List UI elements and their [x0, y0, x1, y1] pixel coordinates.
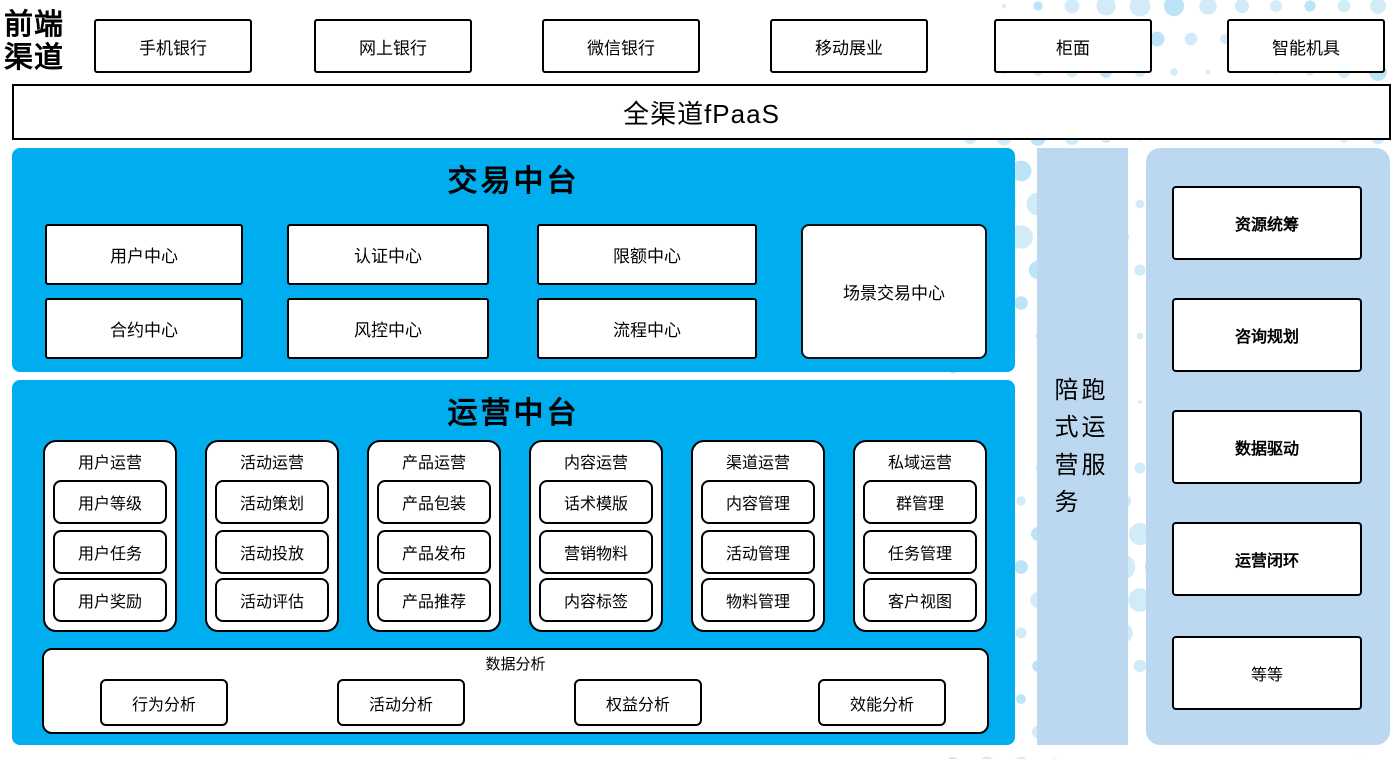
- column-header: 内容运营: [563, 455, 628, 472]
- op-item: 活动管理: [701, 530, 815, 574]
- column-channel-operation: 渠道运营 内容管理 活动管理 物料管理: [691, 440, 825, 632]
- op-item: 客户视图: [863, 578, 977, 622]
- resource-coordination-box: 资源统筹: [1172, 186, 1362, 260]
- op-item: 任务管理: [863, 530, 977, 574]
- activity-analysis-box: 活动分析: [337, 679, 465, 726]
- companion-bar-label: 陪跑式运营服务: [1054, 377, 1109, 516]
- channel-box-wechat-banking: 微信银行: [542, 19, 700, 73]
- op-item: 产品包装: [377, 480, 491, 524]
- op-item: 用户奖励: [53, 578, 167, 622]
- operation-platform-title: 运营中台: [447, 396, 580, 431]
- companion-operation-service-bar: 陪跑式运营服务: [1037, 148, 1128, 745]
- trade-platform-section: 交易中台 用户中心 认证中心 限额中心 合约中心 风控中心 流程中心 场景交易中…: [12, 148, 1015, 372]
- data-analysis-title: 数据分析: [485, 656, 546, 673]
- column-product-operation: 产品运营 产品包装 产品发布 产品推荐: [367, 440, 501, 632]
- data-analysis-box: 数据分析 行为分析 活动分析 权益分析 效能分析: [42, 648, 989, 734]
- risk-center-box: 风控中心: [287, 298, 489, 359]
- op-item: 物料管理: [701, 578, 815, 622]
- column-header: 用户运营: [77, 455, 142, 472]
- operation-closed-loop-box: 运营闭环: [1172, 522, 1362, 596]
- column-header: 私域运营: [887, 455, 952, 472]
- op-item: 活动投放: [215, 530, 329, 574]
- column-header: 产品运营: [401, 455, 466, 472]
- op-item: 活动策划: [215, 480, 329, 524]
- limit-center-box: 限额中心: [537, 224, 757, 285]
- user-center-box: 用户中心: [45, 224, 243, 285]
- trade-platform-title: 交易中台: [447, 164, 580, 199]
- op-item: 用户任务: [53, 530, 167, 574]
- column-header: 渠道运营: [725, 455, 790, 472]
- channel-box-mobile-banking: 手机银行: [94, 19, 252, 73]
- consulting-planning-box: 咨询规划: [1172, 298, 1362, 372]
- column-activity-operation: 活动运营 活动策划 活动投放 活动评估: [205, 440, 339, 632]
- op-item: 群管理: [863, 480, 977, 524]
- channel-box-mobile-business: 移动展业: [770, 19, 928, 73]
- channel-box-counter: 柜面: [994, 19, 1152, 73]
- column-private-domain-operation: 私域运营 群管理 任务管理 客户视图: [853, 440, 987, 632]
- frontend-channels-label: 前端渠道: [4, 7, 65, 74]
- op-item: 内容管理: [701, 480, 815, 524]
- op-item: 内容标签: [539, 578, 653, 622]
- operation-platform-section: 运营中台 用户运营 用户等级 用户任务 用户奖励 活动运营 活动策划 活动投放 …: [12, 380, 1015, 745]
- etc-box: 等等: [1172, 636, 1362, 710]
- data-driven-box: 数据驱动: [1172, 410, 1362, 484]
- op-item: 营销物料: [539, 530, 653, 574]
- op-item: 活动评估: [215, 578, 329, 622]
- column-user-operation: 用户运营 用户等级 用户任务 用户奖励: [43, 440, 177, 632]
- scene-trade-center-box: 场景交易中心: [801, 224, 987, 359]
- fpaas-bar: 全渠道fPaaS: [12, 84, 1391, 140]
- auth-center-box: 认证中心: [287, 224, 489, 285]
- op-item: 产品发布: [377, 530, 491, 574]
- channel-box-online-banking: 网上银行: [314, 19, 472, 73]
- op-item: 话术模版: [539, 480, 653, 524]
- op-item: 产品推荐: [377, 578, 491, 622]
- behavior-analysis-box: 行为分析: [100, 679, 228, 726]
- channel-box-smart-devices: 智能机具: [1227, 19, 1385, 73]
- rights-analysis-box: 权益分析: [574, 679, 702, 726]
- efficiency-analysis-box: 效能分析: [818, 679, 946, 726]
- column-content-operation: 内容运营 话术模版 营销物料 内容标签: [529, 440, 663, 632]
- process-center-box: 流程中心: [537, 298, 757, 359]
- contract-center-box: 合约中心: [45, 298, 243, 359]
- column-header: 活动运营: [239, 455, 304, 472]
- op-item: 用户等级: [53, 480, 167, 524]
- service-panel: 资源统筹 咨询规划 数据驱动 运营闭环 等等: [1146, 148, 1390, 745]
